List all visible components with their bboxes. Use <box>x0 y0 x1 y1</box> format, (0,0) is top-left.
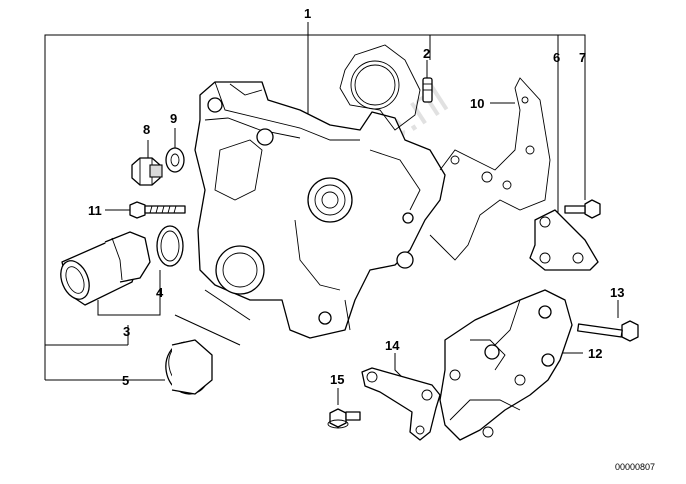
callout-5: 5 <box>122 373 129 388</box>
bracket-6 <box>529 209 599 271</box>
flange-pipe <box>60 231 151 306</box>
callout-8: 8 <box>143 122 150 137</box>
callout-14: 14 <box>385 338 400 353</box>
dowel-pin <box>422 77 433 103</box>
callout-11: 11 <box>88 203 102 218</box>
callout-10: 10 <box>470 96 484 111</box>
link-plate <box>361 367 441 441</box>
sealing-ring <box>165 147 185 173</box>
callout-12: 12 <box>588 346 602 361</box>
bolt-15 <box>327 408 361 429</box>
callout-1: 1 <box>304 6 311 21</box>
screw-plug <box>131 157 163 186</box>
timing-case-cover <box>194 81 446 339</box>
callout-4: 4 <box>156 285 164 300</box>
callout-labels: 1 2 3 4 5 6 7 8 9 10 11 12 13 14 15 <box>88 6 624 388</box>
callout-3: 3 <box>123 324 130 339</box>
gasket <box>339 44 551 261</box>
bracket-12 <box>439 289 573 441</box>
hex-bolt-11 <box>129 201 186 219</box>
o-ring <box>156 225 184 267</box>
callout-2: 2 <box>423 46 430 61</box>
callout-9: 9 <box>170 111 177 126</box>
bolt-7 <box>564 199 601 219</box>
callout-15: 15 <box>330 372 344 387</box>
diagram-number: 00000807 <box>615 462 655 472</box>
shaft-seal <box>165 339 213 395</box>
bolt-13 <box>577 320 639 342</box>
callout-7: 7 <box>579 50 586 65</box>
callout-6: 6 <box>553 50 560 65</box>
callout-13: 13 <box>610 285 624 300</box>
